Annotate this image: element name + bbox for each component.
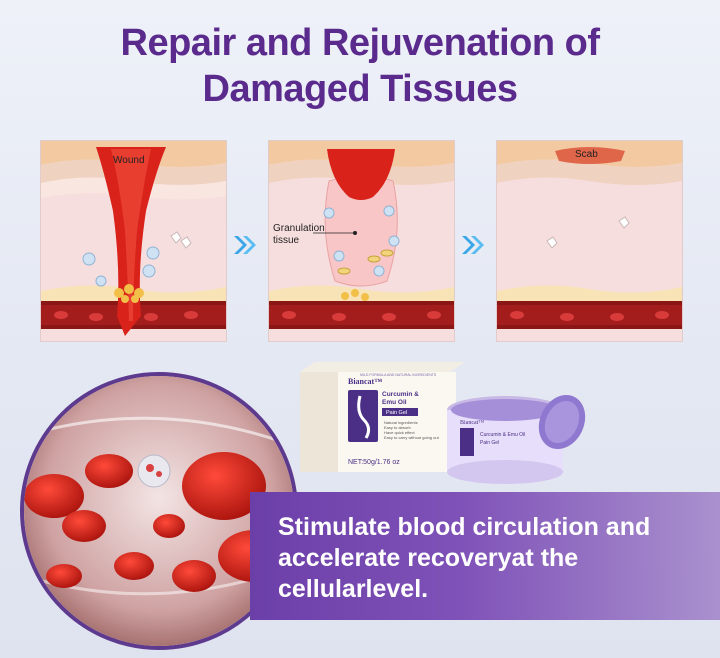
jar-brand: Biancat™ [460, 420, 484, 426]
scab-label: Scab [575, 149, 598, 160]
box-name-line-2: Emu Oil [382, 399, 407, 406]
stage-panel-granulation: Granulation tissue [268, 140, 455, 342]
wound-illustration: Wound [41, 141, 226, 341]
product-box-and-jar: Biancat™ Curcumin & Emu Oil Pain Gel Nat… [300, 362, 586, 484]
scab-illustration: Scab [497, 141, 682, 341]
blood-vessel-image [24, 376, 294, 646]
double-chevron-right-icon [462, 236, 484, 254]
granulation-label-line-1: Granulation [273, 223, 325, 234]
box-benefit-3: Have quick effect [384, 430, 415, 435]
banner-line-2: accelerate recoveryat the [278, 544, 579, 572]
box-brand: Biancat™ [348, 377, 382, 386]
box-benefit-2: Easy to absorb [384, 425, 411, 430]
title-line-1: Repair and Rejuvenation of [120, 22, 600, 64]
box-name-line-1: Curcumin & [382, 391, 419, 398]
stage-panel-wound: Wound [40, 140, 227, 342]
banner-line-3: cellularlevel. [278, 575, 429, 603]
box-benefit-1: Natural ingredients [384, 420, 418, 425]
jar-name: Curcumin & Emu Oil [480, 432, 525, 438]
box-tagline: MILD FORMULA AND NATURAL INGREDIENTS [360, 373, 437, 377]
box-net-weight: NET:50g/1.76 oz [348, 459, 400, 466]
granulation-illustration: Granulation tissue [269, 141, 454, 341]
granulation-label-line-2: tissue [273, 235, 300, 246]
box-type: Pain Gel [386, 410, 407, 416]
product-image: Biancat™ Curcumin & Emu Oil Pain Gel Nat… [300, 362, 600, 492]
jar-type: Pain Gel [480, 440, 499, 446]
wound-label: Wound [113, 155, 145, 166]
double-chevron-right-icon [234, 236, 256, 254]
box-benefit-4: Easy to carry without going out [384, 435, 440, 440]
banner-line-1: Stimulate blood circulation and [278, 513, 651, 541]
title-line-2: Damaged Tissues [202, 68, 518, 110]
scab-shape [555, 147, 625, 164]
blood-cells-illustration [20, 372, 298, 650]
banner-background [250, 492, 720, 620]
scab-forming [327, 149, 395, 200]
banner-text: Stimulate blood circulation and accelera… [278, 512, 708, 605]
stage-panel-scab: Scab [496, 140, 683, 342]
page-title: Repair and Rejuvenation of Damaged Tissu… [0, 20, 720, 112]
